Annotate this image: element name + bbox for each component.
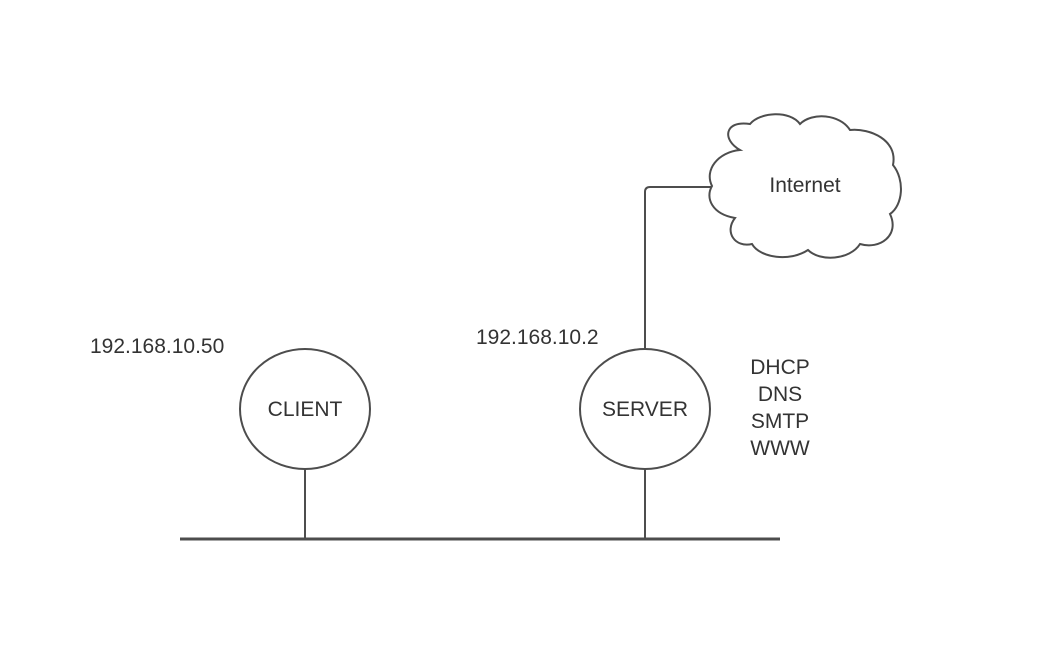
client-circle [239, 348, 371, 470]
server-node[interactable]: SERVER [579, 348, 711, 470]
client-node[interactable]: CLIENT [239, 348, 371, 470]
service-item: WWW [750, 437, 810, 460]
server-label: SERVER [602, 398, 688, 421]
cloud-icon [708, 113, 902, 259]
server-circle [579, 348, 711, 470]
internet-label: Internet [769, 174, 840, 197]
server-ip-label: 192.168.10.2 [476, 326, 599, 349]
client-ip-label: 192.168.10.50 [90, 335, 224, 358]
service-item: DNS [758, 383, 802, 406]
server-internet-link [644, 186, 712, 349]
internet-cloud[interactable]: Internet [708, 113, 902, 259]
service-item: DHCP [750, 356, 810, 379]
server-services-list: DHCP DNS SMTP WWW [750, 356, 810, 460]
client-label: CLIENT [268, 398, 343, 421]
service-item: SMTP [751, 410, 809, 433]
